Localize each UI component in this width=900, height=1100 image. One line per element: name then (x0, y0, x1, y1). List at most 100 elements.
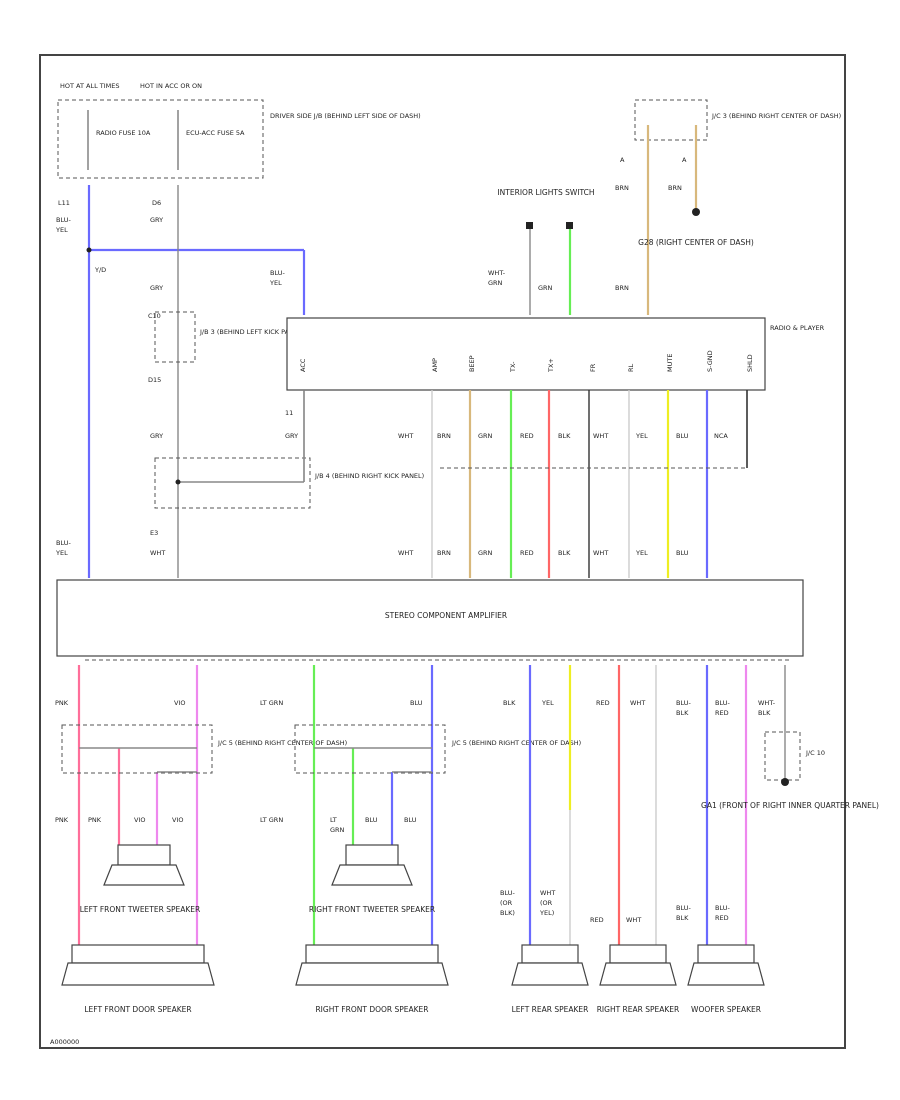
svg-text:BLU-: BLU- (715, 699, 731, 707)
pin-s-gnd: S-GND (706, 350, 714, 372)
ga1-label: GA1 (FRONT OF RIGHT INNER QUARTER PANEL) (701, 801, 879, 810)
amp-output-wires: PNK VIO PNK PNK VIO VIO J/C 5 (BEHIND RI… (55, 665, 879, 945)
jc3-top-label: J/C 3 (BEHIND RIGHT CENTER OF DASH) (711, 112, 841, 120)
svg-text:BLU: BLU (365, 816, 378, 824)
svg-text:YEL): YEL) (539, 909, 554, 917)
svg-text:WHT: WHT (150, 549, 165, 557)
rf-door-speaker: RIGHT FRONT DOOR SPEAKER (295, 944, 449, 1014)
svg-text:BRN: BRN (615, 284, 629, 292)
diagram-frame (39, 54, 846, 1049)
svg-text:WHT: WHT (593, 432, 608, 440)
svg-text:GRY: GRY (150, 284, 163, 292)
svg-text:GRY: GRY (285, 432, 298, 440)
svg-text:RED: RED (715, 914, 729, 922)
svg-text:BLU: BLU (410, 699, 423, 707)
svg-text:BLU-: BLU- (715, 904, 731, 912)
pin-acc: ACC (299, 358, 307, 372)
svg-text:BLK: BLK (676, 709, 689, 717)
svg-text:YEL: YEL (635, 549, 648, 557)
svg-text:C10: C10 (148, 312, 161, 320)
svg-text:YEL: YEL (541, 699, 554, 707)
svg-text:E3: E3 (150, 529, 158, 537)
pin-amp: AMP (431, 358, 439, 372)
svg-text:WHT: WHT (626, 916, 641, 924)
svg-text:BLK: BLK (558, 432, 571, 440)
svg-text:L11: L11 (58, 199, 70, 207)
svg-text:BLU-: BLU- (676, 904, 692, 912)
svg-text:VIO: VIO (174, 699, 185, 707)
pin-shld: SHLD (746, 354, 754, 372)
svg-text:YEL: YEL (55, 226, 68, 234)
svg-text:WHT: WHT (398, 432, 413, 440)
jb3-label: J/B 3 (BEHIND LEFT KICK PANEL) (199, 328, 304, 336)
rf-tweeter: RIGHT FRONT TWEETER SPEAKER (309, 844, 435, 914)
svg-text:WHT: WHT (593, 549, 608, 557)
driver-jb-label: DRIVER SIDE J/B (BEHIND LEFT SIDE OF DAS… (270, 112, 421, 120)
svg-text:BLU: BLU (676, 549, 689, 557)
jc10-label: J/C 10 (805, 749, 825, 757)
pin-fr: FR (589, 363, 597, 372)
svg-text:BLK): BLK) (500, 909, 515, 917)
svg-text:WHT: WHT (630, 699, 645, 707)
svg-text:(OR: (OR (540, 899, 553, 907)
svg-text:GRY: GRY (150, 432, 163, 440)
svg-text:RED: RED (596, 699, 610, 707)
lf-tweeter: LEFT FRONT TWEETER SPEAKER (80, 844, 200, 914)
radio-player-label: RADIO & PLAYER (770, 324, 825, 332)
svg-text:PNK: PNK (55, 816, 69, 824)
svg-text:BLU: BLU (404, 816, 417, 824)
svg-text:LT GRN: LT GRN (260, 699, 283, 707)
radio-pins: ACC AMP BEEP TX- TX+ FR RL MUTE S-GND SH… (299, 350, 754, 373)
svg-text:PNK: PNK (88, 816, 102, 824)
svg-text:RED: RED (520, 432, 534, 440)
svg-text:BLK: BLK (558, 549, 571, 557)
svg-text:WHT: WHT (540, 889, 555, 897)
svg-text:BLU-: BLU- (56, 539, 72, 547)
svg-text:BLK: BLK (676, 914, 689, 922)
svg-text:RED: RED (715, 709, 729, 717)
svg-text:YEL: YEL (635, 432, 648, 440)
lf-door-speaker: LEFT FRONT DOOR SPEAKER (61, 944, 215, 1014)
svg-text:GRN: GRN (538, 284, 553, 292)
lr-speaker: LEFT REAR SPEAKER (511, 944, 589, 1014)
svg-text:BLU-: BLU- (676, 699, 692, 707)
svg-text:BRN: BRN (615, 184, 629, 192)
fuse-hot-acc-label: HOT IN ACC OR ON (140, 82, 202, 90)
svg-text:BLK: BLK (503, 699, 516, 707)
pin-beep: BEEP (468, 355, 476, 372)
pin-tx-minus: TX- (509, 361, 517, 373)
amplifier-box (56, 579, 804, 657)
rf-tweeter-label: RIGHT FRONT TWEETER SPEAKER (309, 905, 435, 914)
svg-text:D6: D6 (152, 199, 161, 207)
svg-text:BLU-: BLU- (500, 889, 516, 897)
svg-text:11: 11 (285, 409, 293, 417)
svg-text:BLU: BLU (676, 432, 689, 440)
jc5-right-label: J/C 5 (BEHIND RIGHT CENTER OF DASH) (451, 739, 581, 747)
radio-player-box (286, 317, 766, 391)
svg-text:GRN: GRN (488, 279, 503, 287)
jc5-left-label: J/C 5 (BEHIND RIGHT CENTER OF DASH) (217, 739, 347, 747)
radio-amp-wires: WHT BRN GRN RED BLK WHT YEL BLU NCA WHT … (303, 390, 748, 578)
lr-label: LEFT REAR SPEAKER (512, 1005, 589, 1014)
svg-text:LT: LT (330, 816, 337, 824)
pin-mute: MUTE (666, 354, 674, 372)
svg-text:WHT: WHT (398, 549, 413, 557)
svg-text:VIO: VIO (134, 816, 145, 824)
fuse-hot-all-times-label: HOT AT ALL TIMES (60, 82, 120, 90)
svg-text:GRN: GRN (478, 549, 493, 557)
svg-text:(OR: (OR (500, 899, 513, 907)
svg-text:GRN: GRN (478, 432, 493, 440)
pin-rl: RL (627, 363, 635, 372)
svg-text:YEL: YEL (55, 549, 68, 557)
ecu-acc-fuse-label: ECU-ACC FUSE 5A (186, 129, 245, 137)
pin-tx-plus: TX+ (547, 358, 555, 373)
svg-text:WHT-: WHT- (488, 269, 506, 277)
rr-label: RIGHT REAR SPEAKER (597, 1005, 680, 1014)
svg-text:LT GRN: LT GRN (260, 816, 283, 824)
rf-door-label: RIGHT FRONT DOOR SPEAKER (315, 1005, 428, 1014)
svg-text:GRY: GRY (150, 216, 163, 224)
svg-text:A: A (682, 156, 687, 164)
lf-tweeter-label: LEFT FRONT TWEETER SPEAKER (80, 905, 200, 914)
svg-text:BRN: BRN (437, 432, 451, 440)
